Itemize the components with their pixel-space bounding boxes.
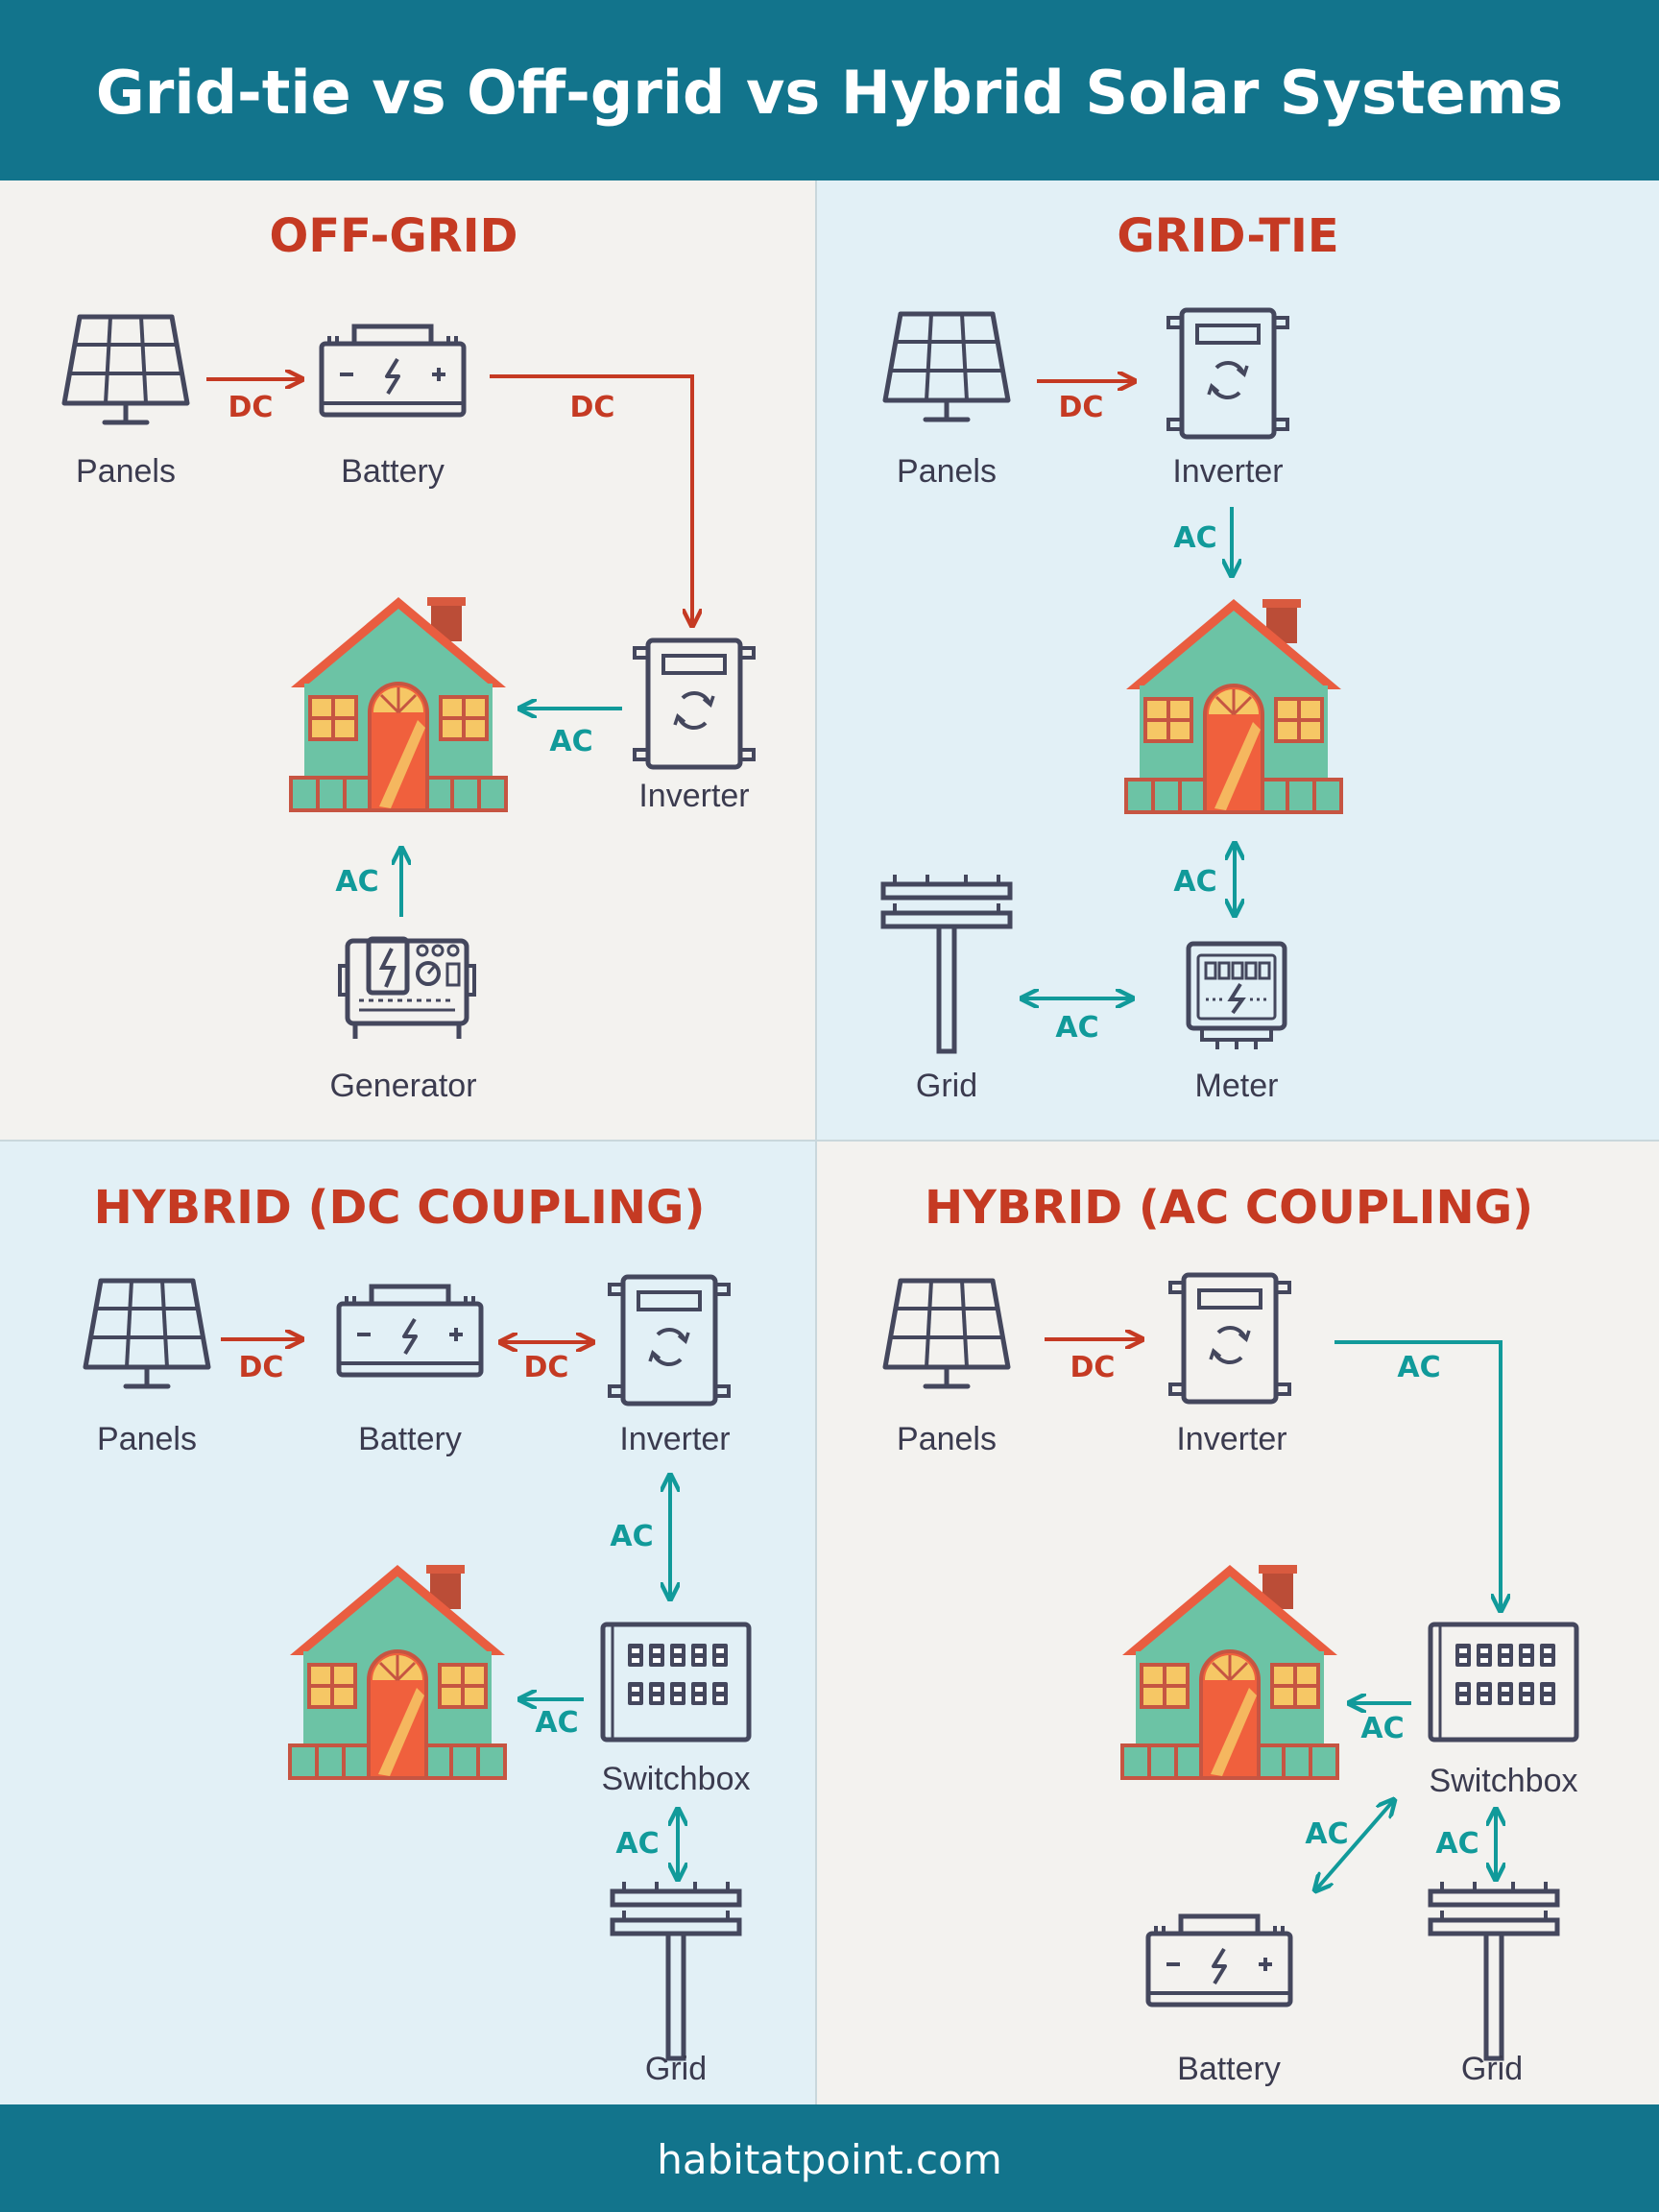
hybrid-ac-arrow-inverter-switchbox	[1334, 1340, 1501, 1609]
hybrid-ac-switchbox-label: Switchbox	[1430, 1763, 1578, 1799]
grid-tie-label-inverter-house: AC	[1173, 521, 1216, 555]
off-grid-generator-label: Generator	[329, 1068, 476, 1104]
header-bar	[0, 0, 1659, 180]
hybrid-dc-grid-label: Grid	[645, 2051, 707, 2087]
hybrid-ac-label-inverter-switchbox: AC	[1397, 1351, 1440, 1384]
hybrid-dc-label-panels-battery: DC	[239, 1351, 284, 1384]
off-grid-label-battery-inverter: DC	[570, 391, 615, 424]
off-grid-battery-label: Battery	[341, 453, 445, 490]
grid-tie-grid-label: Grid	[916, 1068, 977, 1104]
hybrid-ac-title: HYBRID (AC COUPLING)	[925, 1181, 1533, 1235]
grid-tie-label-panels-inverter: DC	[1059, 391, 1104, 424]
hybrid-dc-battery-label: Battery	[358, 1421, 462, 1457]
off-grid-label-inverter-house: AC	[549, 725, 592, 758]
grid-tie-label-house-meter: AC	[1173, 865, 1216, 899]
grid-tie-title: GRID-TIE	[1117, 209, 1338, 263]
off-grid-inverter-label: Inverter	[638, 778, 749, 814]
grid-tie-label-grid-meter: AC	[1055, 1011, 1098, 1045]
hybrid-ac-inverter-label: Inverter	[1176, 1421, 1286, 1457]
grid-tie-inverter-label: Inverter	[1172, 453, 1283, 490]
hybrid-dc-switchbox-label: Switchbox	[602, 1761, 751, 1797]
hybrid-dc-label-inverter-switchbox: AC	[610, 1520, 653, 1553]
hybrid-ac-label-panels-inverter: DC	[1070, 1351, 1116, 1384]
hybrid-ac-grid-label: Grid	[1461, 2051, 1523, 2087]
off-grid-panels-label: Panels	[76, 453, 176, 490]
hybrid-dc-panels-label: Panels	[97, 1421, 197, 1457]
off-grid-title: OFF-GRID	[270, 209, 518, 263]
off-grid-label-panels-battery: DC	[228, 391, 274, 424]
hybrid-dc-label-battery-inverter: DC	[524, 1351, 569, 1384]
hybrid-dc-inverter-label: Inverter	[619, 1421, 730, 1457]
hybrid-dc-title: HYBRID (DC COUPLING)	[94, 1181, 706, 1235]
hybrid-dc-label-switchbox-house: AC	[535, 1706, 578, 1740]
hybrid-ac-battery-label: Battery	[1177, 2051, 1281, 2087]
hybrid-dc-label-switchbox-grid: AC	[615, 1827, 659, 1861]
footer-site: habitatpoint.com	[657, 2136, 1002, 2183]
hybrid-ac-label-switchbox-house: AC	[1360, 1712, 1404, 1745]
off-grid-label-generator-house: AC	[335, 865, 378, 899]
off-grid-arrow-battery-inverter	[490, 374, 692, 624]
hybrid-ac-panels-label: Panels	[897, 1421, 997, 1457]
hybrid-ac-label-switchbox-battery: AC	[1305, 1817, 1348, 1851]
page-title: Grid-tie vs Off-grid vs Hybrid Solar Sys…	[96, 58, 1563, 128]
footer-bar	[0, 2104, 1659, 2212]
grid-tie-panels-label: Panels	[897, 453, 997, 490]
hybrid-ac-label-switchbox-grid: AC	[1435, 1827, 1479, 1861]
grid-tie-meter-label: Meter	[1195, 1068, 1279, 1104]
hybrid-ac-arrow-switchbox-battery	[1316, 1801, 1393, 1889]
